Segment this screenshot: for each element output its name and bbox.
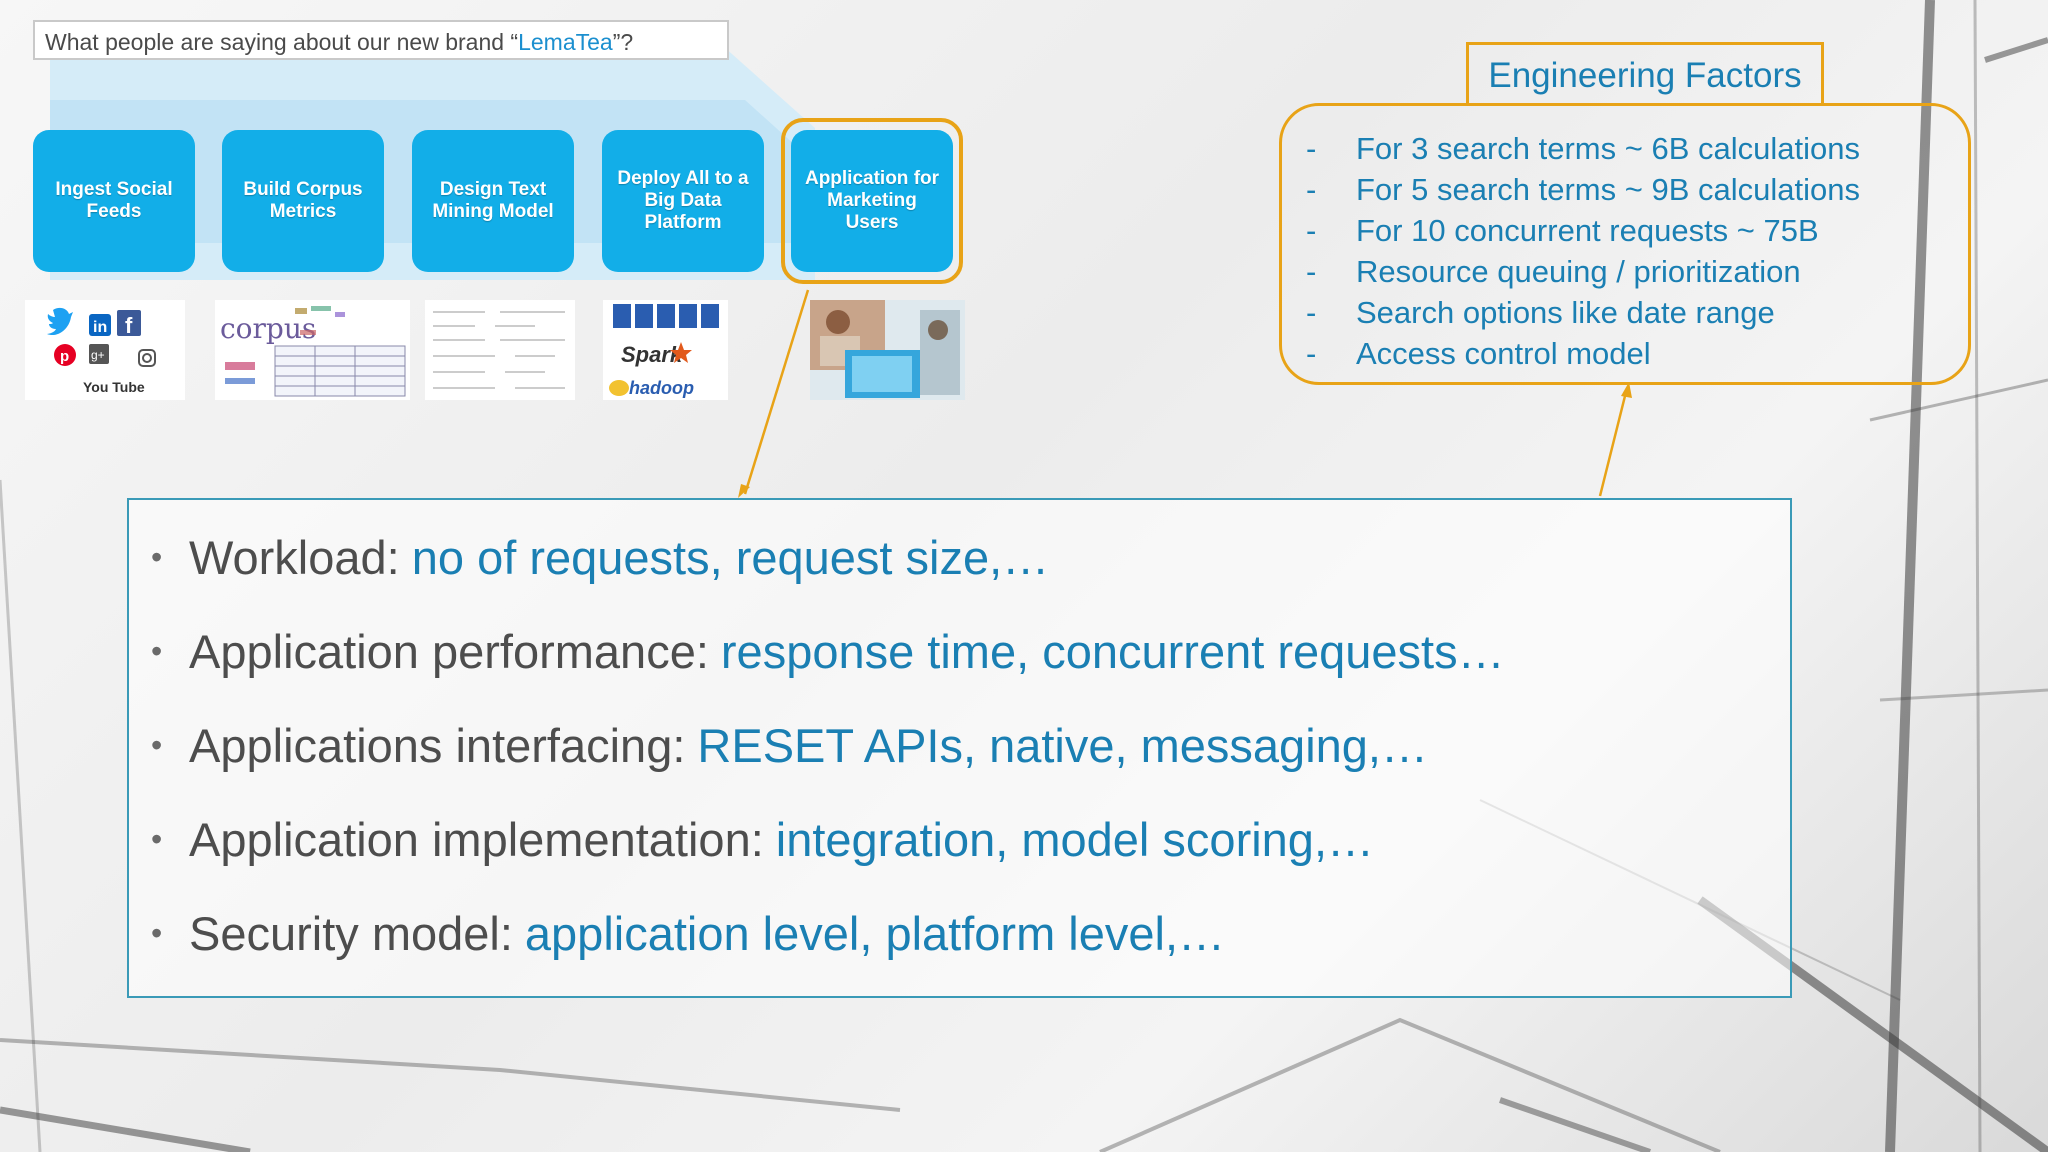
requirement-item: • Applications interfacing: RESET APIs, …: [151, 698, 1790, 792]
big-data-thumb: Spark hadoop: [603, 300, 728, 400]
step-deploy-big-data: Deploy All to a Big Data Platform: [602, 130, 764, 272]
engineering-factors-title: Engineering Factors: [1466, 42, 1824, 104]
requirements-box: • Workload: no of requests, request size…: [127, 498, 1792, 998]
requirement-label: Applications interfacing:: [189, 718, 686, 772]
svg-text:f: f: [125, 313, 133, 338]
corpus-word: corpus: [220, 312, 316, 345]
spark-wordmark: Spark: [621, 342, 684, 367]
requirement-label: Application performance:: [189, 624, 709, 678]
factor-item: -For 5 search terms ~ 9B calculations: [1306, 171, 1860, 207]
step-design-text-mining-model: Design Text Mining Model: [412, 130, 574, 272]
requirement-item: • Application implementation: integratio…: [151, 792, 1790, 886]
step-build-corpus-metrics: Build Corpus Metrics: [222, 130, 384, 272]
question-brand: LemaTea: [518, 29, 613, 55]
social-icons-thumb: in f p g+ You Tube: [25, 300, 185, 400]
bullet-dot: •: [151, 914, 163, 951]
bullet-dot: •: [151, 632, 163, 669]
requirement-value: no of requests, request size,…: [411, 530, 1050, 584]
factor-item: -For 10 concurrent requests ~ 75B: [1306, 212, 1819, 248]
step-ingest-social-feeds: Ingest Social Feeds: [33, 130, 195, 272]
spark-star-icon: [670, 342, 692, 363]
factor-item: -Resource queuing / prioritization: [1306, 253, 1801, 289]
requirement-value: response time, concurrent requests…: [720, 624, 1505, 678]
requirement-value: RESET APIs, native, messaging,…: [697, 718, 1428, 772]
question-suffix: ”?: [612, 29, 634, 55]
svg-text:p: p: [60, 348, 69, 365]
requirement-value: integration, model scoring,…: [775, 812, 1375, 866]
corpus-metrics-thumb: corpus: [215, 300, 410, 400]
bullet-dot: •: [151, 538, 163, 575]
facebook-icon: f: [117, 310, 141, 338]
highlight-ring: [781, 118, 963, 284]
hadoop-elephant-icon: [609, 380, 629, 396]
youtube-icon: You Tube: [83, 379, 145, 395]
question-banner: What people are saying about our new bra…: [33, 20, 729, 60]
requirement-item: • Security model: application level, pla…: [151, 886, 1790, 980]
linkedin-icon: in: [89, 314, 111, 336]
hadoop-wordmark: hadoop: [629, 378, 694, 398]
question-prefix: What people are saying about our new bra…: [45, 29, 519, 55]
factor-item: -For 3 search terms ~ 6B calculations: [1306, 130, 1860, 166]
google-plus-icon: g+: [89, 344, 109, 364]
requirement-value: application level, platform level,…: [524, 906, 1226, 960]
factor-item: -Access control model: [1306, 335, 1651, 371]
requirement-label: Security model:: [189, 906, 513, 960]
svg-text:in: in: [93, 319, 107, 336]
requirement-item: • Workload: no of requests, request size…: [151, 510, 1790, 604]
instagram-icon: [138, 349, 156, 367]
pinterest-icon: p: [54, 344, 76, 366]
svg-text:g+: g+: [91, 348, 105, 362]
youtube-wordmark: You Tube: [83, 379, 145, 395]
requirement-label: Workload:: [189, 530, 400, 584]
bullet-dot: •: [151, 820, 163, 857]
process-diagram: What people are saying about our new bra…: [25, 18, 965, 400]
engineering-factors-box: -For 3 search terms ~ 6B calculations -F…: [1279, 103, 1971, 385]
factor-item: -Search options like date range: [1306, 294, 1775, 330]
bullet-dot: •: [151, 726, 163, 763]
requirement-item: • Application performance: response time…: [151, 604, 1790, 698]
marketing-users-photo: [810, 300, 965, 400]
text-mining-thumb: [425, 300, 575, 400]
requirement-label: Application implementation:: [189, 812, 764, 866]
step-application-marketing: Application for Marketing Users: [791, 130, 953, 272]
twitter-icon: [47, 307, 73, 336]
